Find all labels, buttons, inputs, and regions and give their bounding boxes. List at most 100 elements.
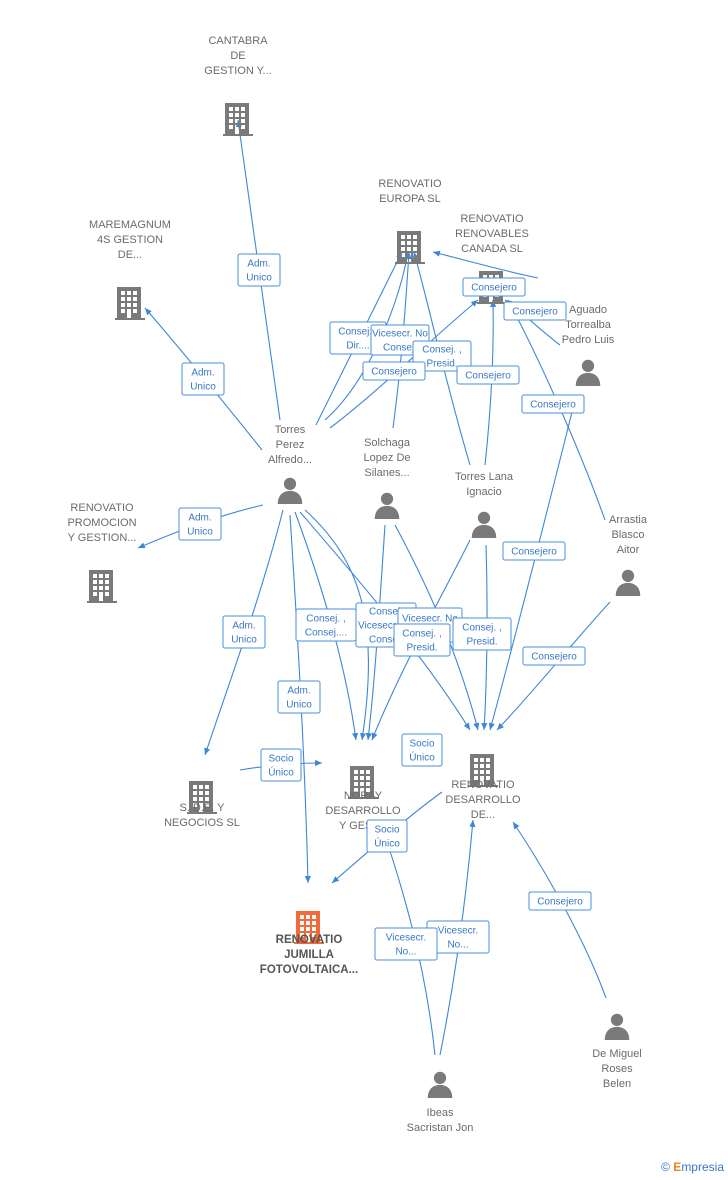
relation-label-text: Adm.: [287, 686, 310, 697]
relation-label-box: [528, 891, 592, 911]
relation-label[interactable]: Consejero: [528, 891, 592, 911]
relation-label-text: Vicesecr. No: [402, 614, 458, 625]
person-name-line: Lopez De: [363, 452, 410, 464]
person-icon: [604, 1013, 630, 1040]
relation-label-box: [456, 365, 520, 385]
relation-label[interactable]: Consejero: [456, 365, 520, 385]
relation-label-text: Unico: [246, 273, 272, 284]
person-name-line: Arrastia: [609, 514, 648, 526]
relation-label-text: Unico: [231, 635, 257, 646]
person-name-line: Torrealba: [565, 319, 612, 331]
relation-label-box: [181, 362, 225, 396]
person-name-line: Aitor: [617, 544, 640, 556]
relation-label[interactable]: Adm.Unico: [222, 615, 266, 649]
relation-label[interactable]: Consejero: [521, 394, 585, 414]
relation-label[interactable]: Adm.Unico: [181, 362, 225, 396]
company-node-desarrollo[interactable]: RENOVATIODESARROLLODE...: [445, 754, 521, 821]
relation-label[interactable]: Adm. Unico: [237, 253, 281, 287]
relation-label[interactable]: Consej. ,Presid.: [452, 617, 512, 651]
company-name-line: Y GESTION...: [68, 532, 137, 544]
relation-label[interactable]: Adm.Unico: [178, 507, 222, 541]
relation-label-box: [462, 277, 526, 297]
building-icon: [395, 231, 425, 264]
company-node-sde[interactable]: S. D.E. Y NEGOCIOS SL: [164, 781, 240, 829]
relation-label-text: Consej....: [305, 628, 347, 639]
relation-label-box: [260, 748, 302, 782]
relation-label-box: [277, 680, 321, 714]
person-name-line: De Miguel: [592, 1048, 642, 1060]
relation-label-box: [222, 615, 266, 649]
company-name-line: RENOVATIO: [276, 934, 343, 946]
relation-label-text: Adm.: [191, 368, 214, 379]
relation-label[interactable]: Adm.Unico: [277, 680, 321, 714]
person-name-line: Silanes...: [364, 467, 409, 479]
company-name-line: NORAY: [344, 790, 383, 802]
relation-label[interactable]: Consejero: [502, 541, 566, 561]
relation-label-box: [412, 340, 472, 372]
relation-label-text: Consejero: [537, 897, 583, 908]
company-name-line: CANTABRA: [208, 35, 268, 47]
relation-label-box: [452, 617, 512, 651]
company-name-line: DE: [230, 50, 245, 62]
relation-label-box: [366, 819, 408, 853]
company-node-jumilla[interactable]: RENOVATIOJUMILLAFOTOVOLTAICA...: [260, 911, 358, 976]
relation-label-box: [237, 253, 281, 287]
person-name-line: Ignacio: [466, 486, 501, 498]
company-name-line: RENOVABLES: [455, 228, 529, 240]
building-icon: [223, 103, 253, 136]
relation-label-box: [393, 623, 451, 657]
relation-label[interactable]: Consej. ,Presid.: [393, 623, 451, 657]
person-name-line: Torres: [275, 424, 306, 436]
relation-label[interactable]: Consejero: [522, 646, 586, 666]
company-name-line: CANADA SL: [461, 243, 523, 255]
relation-label[interactable]: Consejero: [503, 301, 567, 321]
person-name-line: Blasco: [611, 529, 644, 541]
person-icon: [277, 477, 303, 504]
copyright-symbol: ©: [661, 1160, 670, 1174]
company-node-cantabra[interactable]: CANTABRA DE GESTION Y...: [204, 35, 272, 136]
company-name-line: GESTION Y...: [204, 65, 271, 77]
relation-label-box: [362, 361, 426, 381]
relation-label[interactable]: Vicesecr.No...: [374, 927, 438, 961]
relation-label[interactable]: Vicesecr.No...: [426, 920, 490, 954]
company-name-line: S. D.E. Y: [179, 802, 225, 814]
relation-label-text: Único: [409, 751, 435, 764]
relation-label-text: Consej. ,: [306, 614, 345, 625]
relation-label-text: Consej. ,: [462, 623, 501, 634]
relation-label-text: Consejero: [471, 283, 517, 294]
relation-label-text: Adm.: [247, 259, 270, 270]
person-name-line: Perez: [276, 439, 305, 451]
relation-label-text: No...: [447, 940, 468, 951]
person-icon: [427, 1071, 453, 1098]
relation-label-text: Socio: [374, 825, 399, 836]
relation-label[interactable]: Consej. , Consej....: [295, 608, 357, 642]
relation-label-text: Consejero: [531, 652, 577, 663]
relation-label-text: Único: [374, 837, 400, 850]
relation-label[interactable]: Consejero: [462, 277, 526, 297]
relation-label-text: Presid.: [406, 643, 437, 654]
relation-label-text: Consej.: [383, 343, 417, 354]
company-name-line: RENOVATIO: [378, 178, 442, 190]
person-node-torres_perez[interactable]: TorresPerezAlfredo...: [268, 424, 312, 504]
relation-label-box: [502, 541, 566, 561]
company-name-line: NEGOCIOS SL: [164, 817, 240, 829]
person-icon: [374, 492, 400, 519]
brand-footer: © Empresia: [661, 1160, 724, 1174]
company-name-line: RENOVATIO: [70, 502, 134, 514]
relation-label[interactable]: Consejero: [362, 361, 426, 381]
relation-label[interactable]: Consej. ,Presid.: [412, 340, 472, 372]
